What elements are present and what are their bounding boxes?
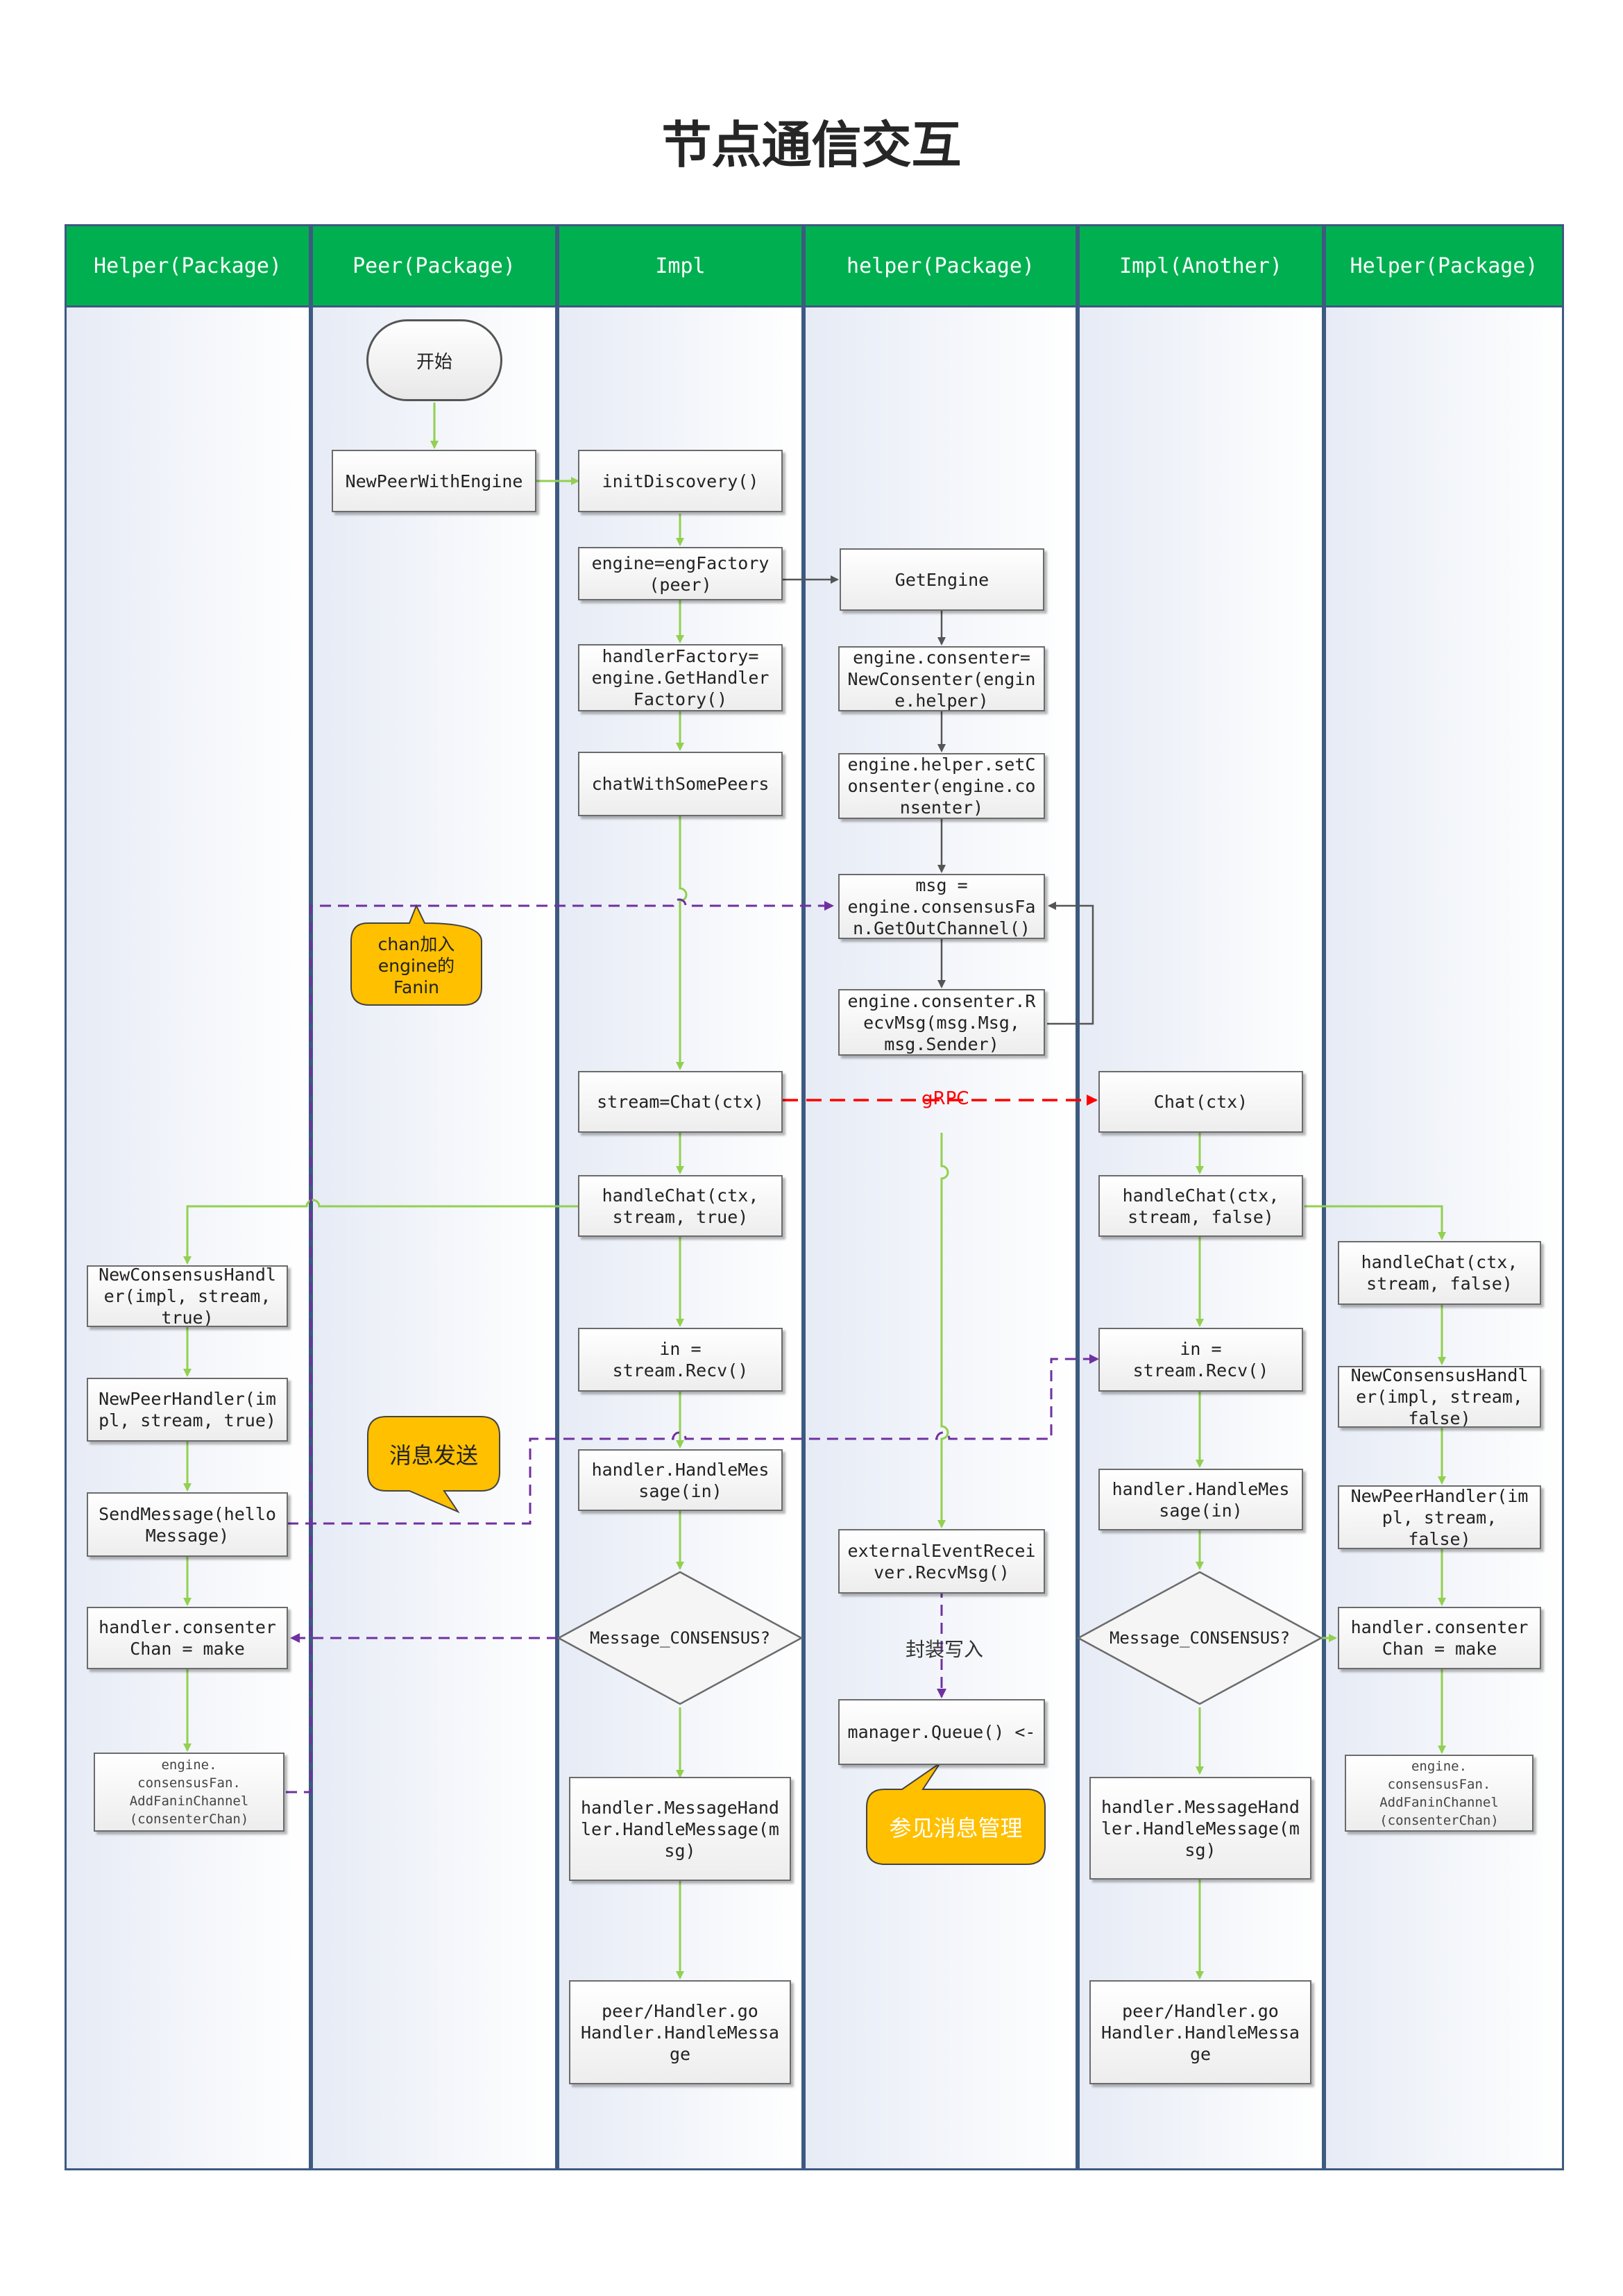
message-handler-box: handler.MessageHand ler.HandleMessage(m … [569,1777,791,1881]
left-consenter-chan-box: handler.consenter Chan = make [87,1607,288,1669]
new-consenter-box: engine.consenter= NewConsenter(engin e.h… [838,646,1045,711]
left-new-consensus-handler-box: NewConsensusHandl er(impl, stream, true) [87,1265,288,1327]
left-new-peer-handler-box: NewPeerHandler(im pl, stream, true) [87,1378,288,1442]
send-callout-shape [367,1416,500,1514]
external-recv-box: externalEventRecei ver.RecvMsg() [838,1529,1045,1594]
init-discovery-box: initDiscovery() [578,450,783,512]
set-consenter-box: engine.helper.setC onsenter(engine.co ns… [838,753,1045,819]
stream-chat-box: stream=Chat(ctx) [578,1071,783,1133]
fanin-callout: chan加入 engine的 Fanin [377,934,455,997]
left-add-fanin-box: engine. consensusFan. AddFaninChannel (c… [94,1753,284,1832]
peer-handler-box: peer/Handler.go Handler.HandleMessa ge [569,1980,791,2084]
lane-peer [311,224,557,2170]
handle-message-box: handler.HandleMes sage(in) [578,1449,783,1511]
lane-header-peer: Peer(Package) [311,224,557,307]
lane-header-impl: Impl [557,224,804,307]
grpc-label: gRPC [921,1088,969,1109]
decision-diamond-another [1076,1571,1323,1705]
new-peer-with-engine-box: NewPeerWithEngine [332,450,536,512]
start-terminal: 开始 [366,319,502,401]
left-send-message-box: SendMessage(hello Message) [87,1492,288,1557]
lane-header-impl-another: Impl(Another) [1078,224,1324,307]
another-peer-handler-box: peer/Handler.go Handler.HandleMessa ge [1089,1980,1311,2084]
another-message-handler-box: handler.MessageHand ler.HandleMessage(m … [1089,1777,1311,1880]
manager-queue-box: manager.Queue() <- [838,1699,1045,1765]
manage-callout: 参见消息管理 [889,1815,1023,1841]
another-stream-recv-box: in = stream.Recv() [1098,1328,1303,1392]
get-engine-box: GetEngine [840,548,1044,611]
lane-helper-left [65,224,311,2170]
get-out-channel-box: msg = engine.consensusFa n.GetOutChannel… [838,874,1045,939]
handle-chat-box: handleChat(ctx, stream, true) [578,1175,783,1237]
another-chat-box: Chat(ctx) [1098,1071,1303,1133]
recv-msg-box: engine.consenter.R ecvMsg(msg.Msg, msg.S… [838,989,1045,1056]
handler-factory-box: handlerFactory= engine.GetHandler Factor… [578,644,783,711]
send-callout: 消息发送 [389,1442,478,1469]
right-new-consensus-handler-box: NewConsensusHandl er(impl, stream, false… [1338,1366,1541,1428]
wrap-write-label: 封装写入 [906,1638,984,1661]
right-add-fanin-box: engine. consensusFan. AddFaninChannel (c… [1345,1755,1533,1832]
right-new-peer-handler-box: NewPeerHandler(im pl, stream, false) [1338,1485,1541,1549]
decision-diamond [556,1571,804,1705]
lane-header-helper-mid: helper(Package) [804,224,1078,307]
chat-with-some-peers-box: chatWithSomePeers [578,752,783,816]
lane-header-helper-left: Helper(Package) [65,224,311,307]
stream-recv-box: in = stream.Recv() [578,1328,783,1392]
fanin-callout-shape [350,904,482,1006]
page-title: 节点通信交互 [661,116,962,174]
engine-factory-box: engine=engFactory (peer) [578,547,783,600]
lane-header-helper-right: Helper(Package) [1324,224,1564,307]
another-decision-label: Message_CONSENSUS? [1109,1628,1291,1648]
decision-label: Message_CONSENSUS? [589,1628,771,1648]
another-handle-message-box: handler.HandleMes sage(in) [1098,1469,1303,1530]
another-handle-chat-box: handleChat(ctx, stream, false) [1098,1175,1303,1237]
right-handle-chat-box: handleChat(ctx, stream, false) [1338,1241,1541,1305]
manage-callout-shape [866,1762,1046,1865]
right-consenter-chan-box: handler.consenter Chan = make [1338,1607,1541,1669]
lane-helper-right [1324,224,1564,2170]
